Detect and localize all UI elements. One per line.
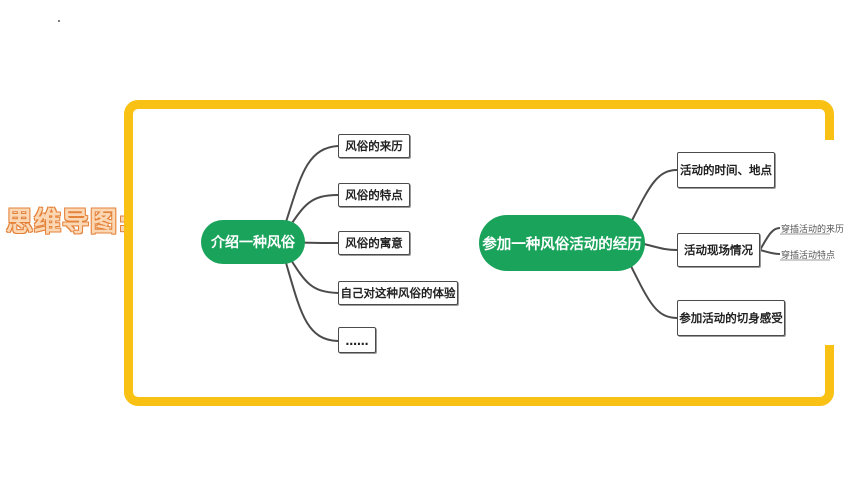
right-sub-branch-1: 穿插活动的来历 <box>781 225 845 235</box>
right-branch-1: 活动的时间、地点 <box>677 152 775 188</box>
link-sub-1 <box>759 227 781 251</box>
link-right-3 <box>625 255 678 319</box>
link-left-1 <box>283 145 339 229</box>
frame-gap <box>820 140 844 345</box>
link-sub-2 <box>759 249 781 255</box>
left-branch-3: 风俗的寓意 <box>338 231 410 255</box>
left-branch-1: 风俗的来历 <box>338 134 410 158</box>
right-branch-2: 活动现场情况 <box>677 233 760 267</box>
left-branch-4: 自己对这种风俗的体验 <box>338 281 458 305</box>
left-branch-2: 风俗的特点 <box>338 183 410 207</box>
right-root-node: 参加一种风俗活动的经历 <box>479 215 645 271</box>
left-branch-5: …… <box>338 327 376 353</box>
link-left-5 <box>283 255 339 342</box>
side-title: 思维导图: <box>6 207 130 238</box>
link-right-2 <box>643 243 678 251</box>
right-branch-3: 参加活动的切身感受 <box>677 300 785 336</box>
right-sub-branch-2: 穿插活动特点 <box>781 251 836 261</box>
left-root-node: 介绍一种风俗 <box>201 220 305 264</box>
stray-dot <box>58 20 60 22</box>
